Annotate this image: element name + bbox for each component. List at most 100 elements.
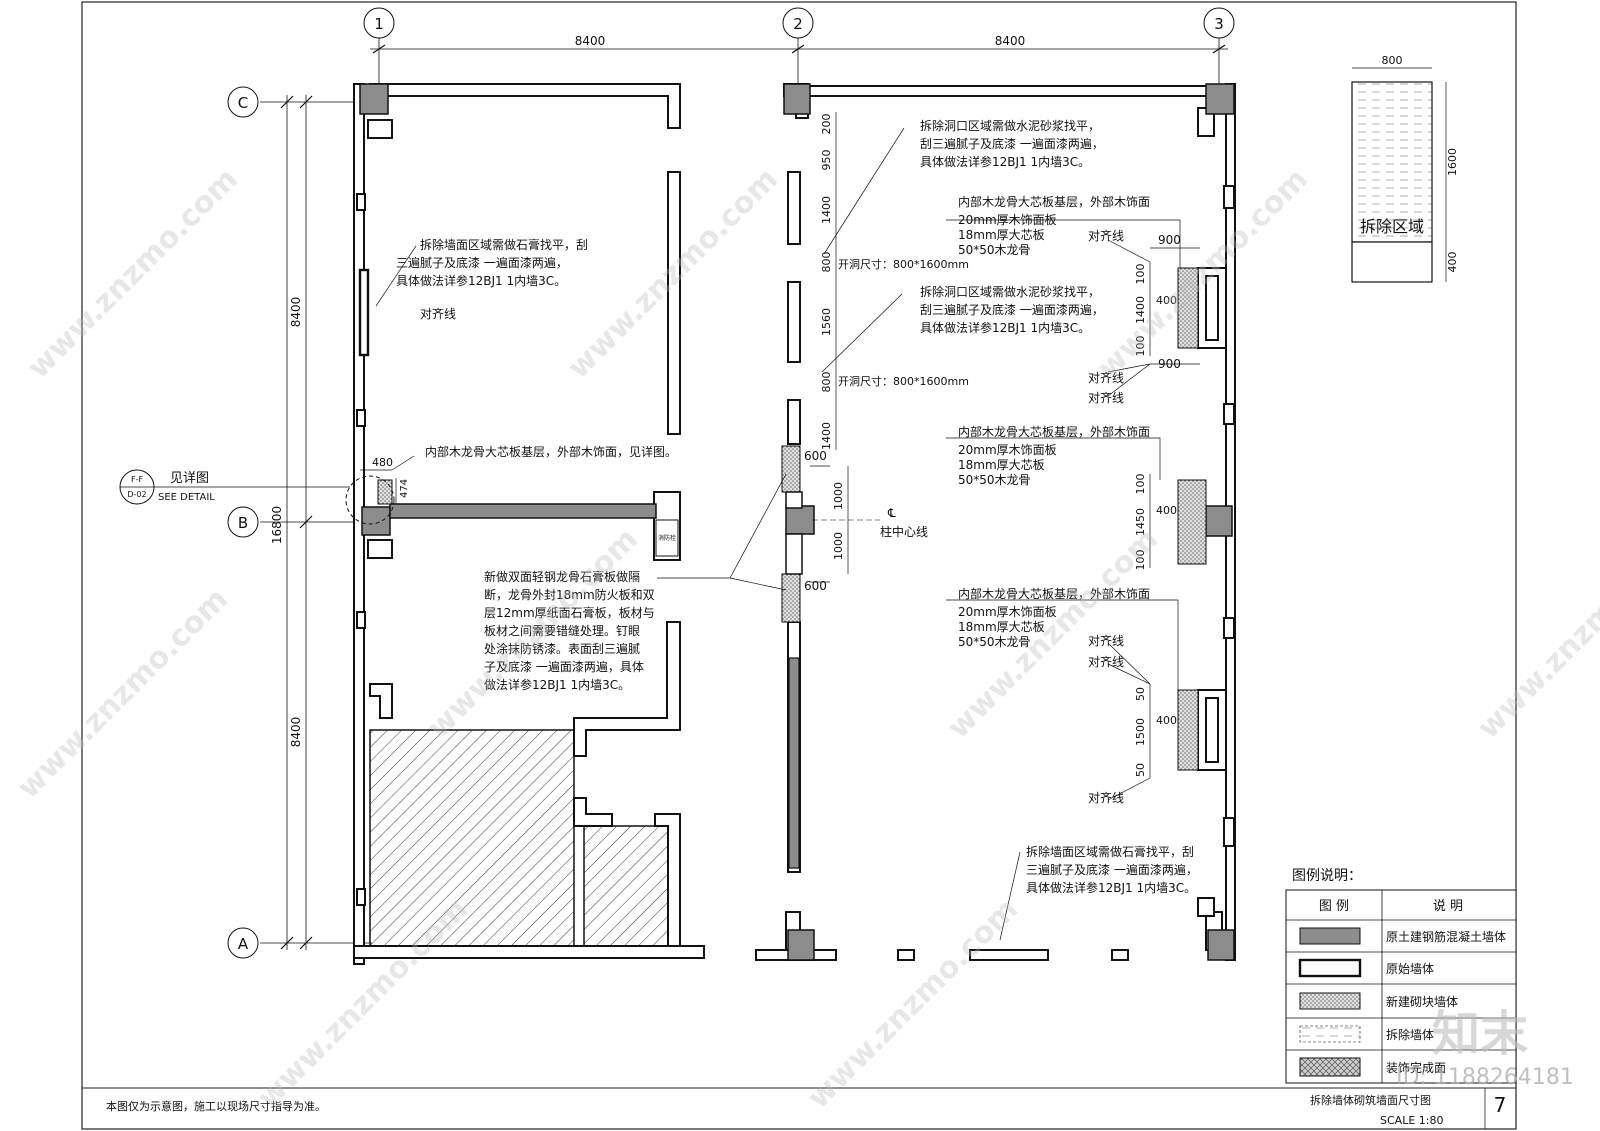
dim-474: 474 (399, 479, 410, 498)
note-line: 做法详参12BJ1 1内墙3C。 (484, 677, 630, 692)
dim-1000a: 1000 (832, 482, 845, 510)
fire-hydrant-box (655, 519, 679, 557)
grid-label: 3 (1214, 15, 1224, 33)
legend-item: 原始墙体 (1386, 962, 1434, 976)
note-line: 处涂抹防锈漆。表面刮三遍腻 (484, 641, 640, 656)
dim-bay-1-2: 8400 (575, 34, 606, 48)
demo-area-label: 拆除区域 (1360, 217, 1424, 236)
note-line: 内部木龙骨大芯板基层，外部木饰面 (958, 424, 1150, 439)
note-line: 刮三遍腻子及底漆 一遍面漆两遍， (920, 136, 1104, 151)
dim-1000b: 1000 (832, 532, 845, 560)
fire-hydrant-label: 消防栓 (658, 534, 676, 542)
column-c1 (359, 83, 389, 115)
column-a3 (1207, 929, 1235, 961)
align-line-label: 对齐线 (1088, 633, 1124, 648)
grid-label: B (238, 514, 248, 532)
dim-600a: 600 (804, 449, 827, 463)
note-line: 三遍腻子及底漆 一遍面漆两遍， (396, 255, 568, 270)
dim-100d: 100 (1134, 550, 1147, 571)
watermark-site: www.znzmo.com (11, 582, 235, 806)
note-line: 18mm厚大芯板 (958, 620, 1045, 634)
dim-400c: 400 (1156, 714, 1177, 727)
wood-finish-panel-b (1177, 479, 1207, 565)
grid-bubble-b: B (227, 506, 259, 538)
note-wall-plaster-1: 拆除墙面区域需做石膏找平，刮 三遍腻子及底漆 一遍面漆两遍， 具体做法详参12B… (396, 237, 588, 288)
note-opening-plaster-1: 拆除洞口区域需做水泥砂浆找平， 刮三遍腻子及底漆 一遍面漆两遍， 具体做法详参1… (920, 118, 1104, 169)
note-new-partition: 新做双面轻钢龙骨石膏板做隔 断，龙骨外封18mm防火板和双 层12mm厚纸面石膏… (484, 569, 655, 692)
note-line: 20mm厚木饰面板 (958, 443, 1057, 457)
dim-400b: 400 (1156, 504, 1177, 517)
legend-swatch-block (1299, 992, 1361, 1010)
demo-bottom: 400 (1446, 252, 1459, 273)
align-line-label: 对齐线 (1088, 654, 1124, 669)
column-c2 (783, 83, 811, 115)
new-block-wall-b2-upper (781, 445, 801, 493)
note-line: 板材之间需要错缝处理。钉眼 (484, 623, 640, 638)
left-bay-walls (353, 83, 705, 965)
grid-label: A (238, 935, 249, 953)
dim-1400a: 1400 (820, 196, 833, 224)
detail-callout-circle (345, 475, 395, 525)
note-line: 具体做法详参12BJ1 1内墙3C。 (1026, 880, 1196, 895)
note-line: 20mm厚木饰面板 (958, 605, 1057, 619)
note-line: 内部木龙骨大芯板基层，外部木饰面 (958, 586, 1150, 601)
legend-swatch-finish (1299, 1057, 1361, 1077)
new-block-wall (377, 479, 393, 505)
legend-col-desc: 说 明 (1433, 899, 1463, 914)
see-detail-en: SEE DETAIL (158, 492, 215, 503)
note-line: 具体做法详参12BJ1 1内墙3C。 (920, 154, 1090, 169)
dim-400a: 400 (1156, 294, 1177, 307)
grid-label: C (238, 94, 248, 112)
detail-ref-top: F-F (131, 475, 143, 484)
note-wood-finish-c: 内部木龙骨大芯板基层，外部木饰面 20mm厚木饰面板 18mm厚大芯板 50*5… (958, 586, 1150, 649)
note-line: 断，龙骨外封18mm防火板和双 (484, 587, 655, 602)
dimension-left: 16800 8400 8400 (270, 95, 313, 950)
b2-jamb-upper (785, 491, 803, 509)
legend-item: 原土建钢筋混凝土墙体 (1386, 929, 1506, 944)
watermark-brand: 知末 (1432, 1006, 1528, 1062)
opening-size-1: 开洞尺寸：800*1600mm (838, 257, 969, 271)
demo-height: 1600 (1446, 148, 1459, 176)
note-line: 50*50木龙骨 (958, 243, 1031, 257)
hatched-room-small (583, 825, 669, 947)
note-line: 子及底漆 一遍面漆两遍，具体 (484, 659, 644, 674)
note-line: 拆除墙面区域需做石膏找平，刮 (420, 237, 588, 252)
note-opening-plaster-2: 拆除洞口区域需做水泥砂浆找平， 刮三遍腻子及底漆 一遍面漆两遍， 具体做法详参1… (920, 284, 1104, 335)
dim-span-c-b: 8400 (289, 297, 303, 328)
grid-bubble-3: 3 (1203, 7, 1235, 39)
dim-span-b-a: 8400 (289, 717, 303, 748)
dimension-chain-right-wall: 900 900 100 1400 100 400 100 1450 100 40… (1134, 233, 1200, 778)
note-line: 50*50木龙骨 (958, 635, 1031, 649)
wood-finish-panel-c (1177, 689, 1199, 771)
legend-item: 拆除墙体 (1386, 1027, 1434, 1042)
legend-swatch-demolished (1299, 1025, 1361, 1043)
column-b2 (785, 505, 815, 535)
note-line: 内部木龙骨大芯板基层，外部木饰面 (958, 194, 1150, 209)
column-c3 (1205, 83, 1235, 115)
align-line-label: 对齐线 (1088, 370, 1124, 385)
note-line: 50*50木龙骨 (958, 473, 1031, 487)
drawing-scale: SCALE 1:80 (1380, 1114, 1443, 1127)
demolition-area-key: 800 拆除区域 1600 400 (1351, 54, 1459, 283)
grid-label: 2 (793, 15, 803, 33)
watermark-id: ID: 1188264181 (1396, 1065, 1574, 1090)
note-wood-finish-a: 内部木龙骨大芯板基层，外部木饰面 20mm厚木饰面板 18mm厚大芯板 50*5… (958, 194, 1150, 257)
legend-swatch-concrete (1299, 927, 1361, 945)
grid-bubble-c: C (227, 86, 259, 118)
note-wood-finish-b: 内部木龙骨大芯板基层，外部木饰面 20mm厚木饰面板 18mm厚大芯板 50*5… (958, 424, 1150, 487)
watermark-site: www.znzmo.com (21, 162, 245, 386)
note-line: 具体做法详参12BJ1 1内墙3C。 (920, 320, 1090, 335)
b2-jamb-lower (785, 533, 803, 575)
dim-600b: 600 (804, 579, 827, 593)
dim-1500: 1500 (1134, 718, 1147, 746)
dim-50a: 50 (1134, 687, 1147, 701)
watermark-site: www.znzmo.com (1471, 522, 1600, 746)
note-line: 拆除墙面区域需做石膏找平，刮 (1026, 844, 1194, 859)
legend-item: 新建砌块墙体 (1386, 994, 1458, 1009)
watermark-site: www.znzmo.com (801, 892, 1025, 1116)
legend-title: 图例说明： (1292, 868, 1362, 884)
dim-950: 950 (820, 150, 833, 171)
see-detail-marker: F-F D-02 见详图 SEE DETAIL (119, 469, 350, 505)
note-line: 具体做法详参12BJ1 1内墙3C。 (396, 273, 566, 288)
column-a2 (787, 929, 815, 961)
